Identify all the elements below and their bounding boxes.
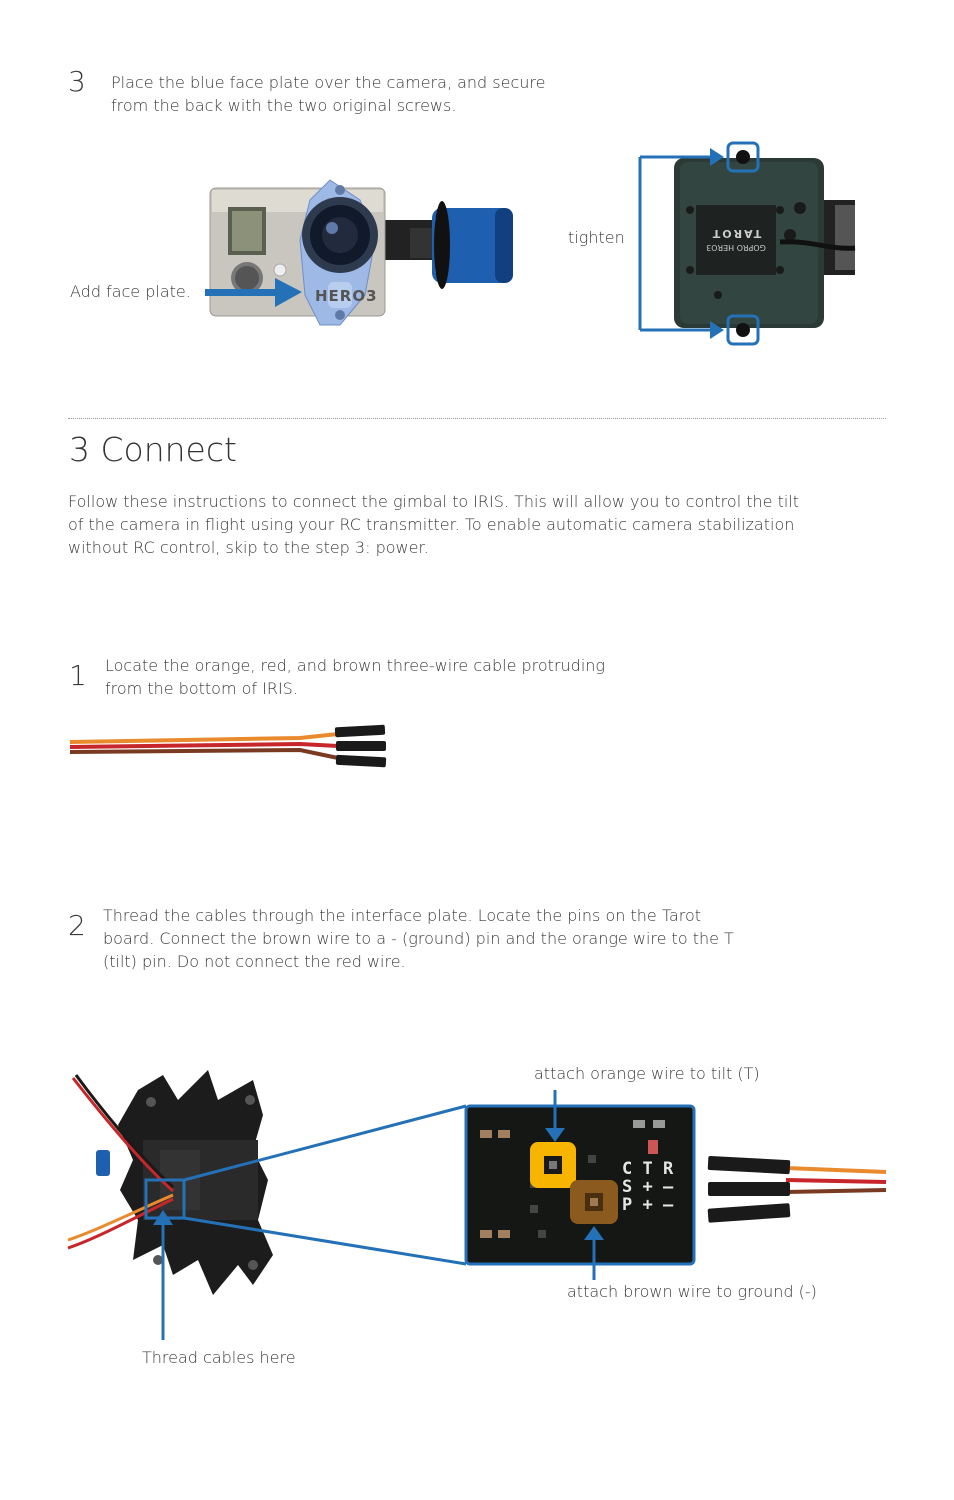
back-plate-label-line: GOPRO HERO3: [706, 243, 766, 252]
board-pin-legend: C T R S + – P + –: [622, 1160, 673, 1214]
step-text: Locate the orange, red, and brown three-…: [105, 654, 665, 700]
step-text-line: Thread the cables through the interface …: [103, 906, 702, 925]
board-diagram: C T R S + – P + –: [67, 1070, 888, 1340]
step-number: 2: [68, 909, 86, 942]
step-text-line: from the back with the two original scre…: [111, 96, 457, 115]
intro-line: without RC control, skip to the step 3: …: [68, 538, 429, 557]
camera-illustration: [205, 179, 513, 326]
camera-brand-label: HERO3: [315, 287, 378, 305]
board-illustration: [67, 1070, 887, 1340]
cable-illustration: [69, 724, 387, 768]
step-number: 3: [68, 65, 86, 98]
back-plate-label-line: TAROT: [710, 227, 762, 240]
step-number: 1: [69, 659, 87, 692]
intro-line: of the camera in flight using your RC tr…: [68, 515, 795, 534]
tighten-caption: tighten: [568, 228, 625, 247]
step-text: Place the blue face plate over the camer…: [111, 71, 571, 117]
step-text-line: from the bottom of IRIS.: [105, 679, 298, 698]
three-wire-cable: [69, 720, 390, 772]
orange-wire-callout: attach orange wire to tilt (T): [534, 1064, 760, 1083]
step-text-line: Place the blue face plate over the camer…: [111, 73, 546, 92]
thread-cables-callout: Thread cables here: [142, 1348, 296, 1367]
step-text-line: board. Connect the brown wire to a - (gr…: [103, 929, 734, 948]
brown-wire-callout: attach brown wire to ground (-): [567, 1282, 817, 1301]
pin-row: P + –: [622, 1195, 674, 1215]
camera-photo: HERO3: [205, 179, 520, 330]
section-title: 3 Connect: [69, 430, 237, 469]
section-intro: Follow these instructions to connect the…: [68, 490, 868, 559]
face-plate-caption: Add face plate.: [70, 282, 191, 301]
back-plate-photo: GOPRO HERO3 TAROT: [638, 140, 860, 346]
step-text: Thread the cables through the interface …: [103, 904, 763, 973]
section-divider: [68, 418, 886, 419]
step-text-line: (tilt) pin. Do not connect the red wire.: [103, 952, 406, 971]
back-plate-illustration: [638, 141, 856, 346]
back-plate-label: GOPRO HERO3 TAROT: [706, 226, 766, 254]
intro-line: Follow these instructions to connect the…: [68, 492, 799, 511]
step-text-line: Locate the orange, red, and brown three-…: [105, 656, 605, 675]
pin-row: S + –: [622, 1177, 674, 1197]
pin-row: C T R: [622, 1159, 674, 1179]
